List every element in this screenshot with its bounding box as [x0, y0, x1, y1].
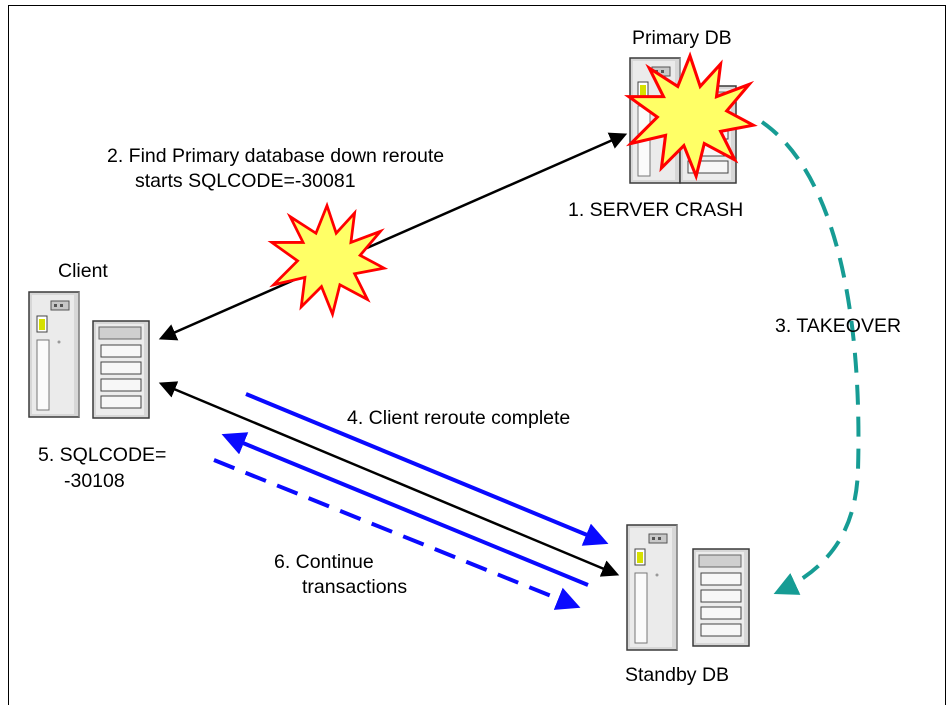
- step6-label-line1: 6. Continue: [274, 551, 374, 573]
- step5-label-line1: 5. SQLCODE=: [38, 444, 167, 466]
- primary-db-label: Primary DB: [632, 27, 732, 49]
- step3-label: 3. TAKEOVER: [775, 315, 902, 337]
- reroute-forward-arrow: [245, 392, 609, 546]
- diagram-frame: [8, 5, 946, 705]
- client-standby-connection-arrow: [158, 381, 620, 577]
- reroute-return-arrow: [221, 432, 589, 587]
- step5-label-line2: -30108: [64, 470, 125, 492]
- standby-db-server-icon: [626, 524, 750, 651]
- continue-transactions-arrow: [213, 458, 581, 610]
- connection-crash-explosion-icon: [270, 204, 386, 316]
- step2-label-line2: starts SQLCODE=-30081: [135, 170, 356, 192]
- step4-label: 4. Client reroute complete: [347, 407, 571, 429]
- client-label: Client: [58, 260, 108, 282]
- step1-label: 1. SERVER CRASH: [568, 199, 744, 221]
- client-primary-connection-arrow: [158, 132, 628, 341]
- takeover-arrow: [760, 120, 861, 595]
- step2-label-line1: 2. Find Primary database down reroute: [107, 145, 445, 167]
- step6-label-line2: transactions: [302, 576, 408, 598]
- client-server-icon: [28, 291, 150, 419]
- standby-db-label: Standby DB: [625, 664, 730, 686]
